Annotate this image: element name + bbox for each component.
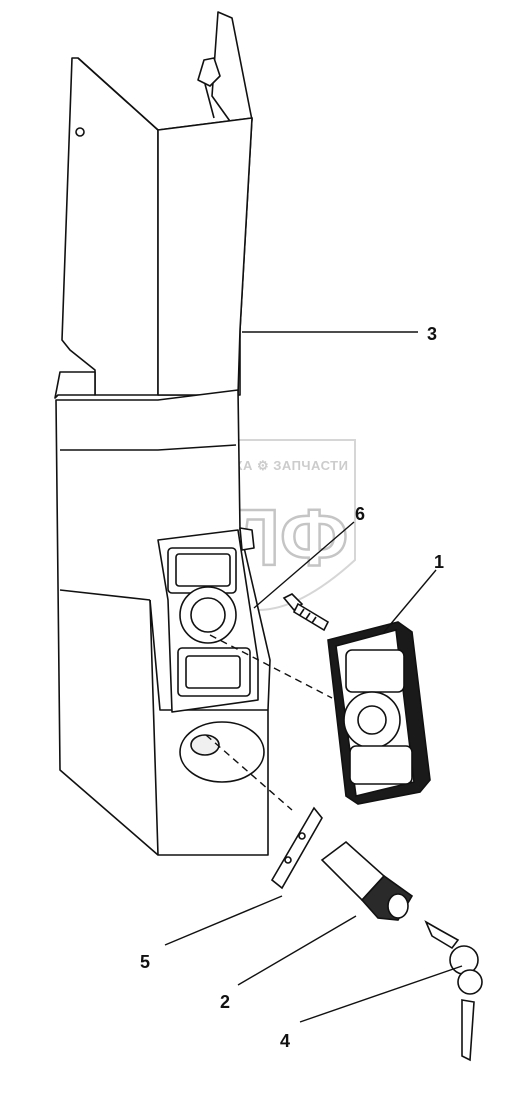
key-2-blade [461,999,475,1062]
part-1-keypad [327,621,431,805]
keypad-top-buttons [345,649,405,693]
plate-body [270,806,323,890]
recess-lower-switch-inner [185,655,241,689]
switch-keyhole [387,893,409,919]
keypad-bottom-buttons [349,745,413,785]
housing-seam-1 [60,444,237,451]
assembly-lines [205,634,333,811]
housing-seam-4 [149,599,159,856]
assembly-line-keypad [209,634,333,699]
key-1-blade [424,920,460,950]
bolt-shank [292,602,330,632]
bolt-thread-1 [299,608,305,616]
housing-seam-3 [149,599,268,711]
bolt-thread-3 [311,616,317,624]
cover-notch [54,371,96,399]
part-4-keys [424,920,483,1062]
bolt-thread-2 [305,612,311,620]
cover-front-face [157,117,253,396]
keypad-joystick-center [357,705,387,735]
ignition-hole-inner [190,734,220,756]
cover-side-panel [61,57,159,396]
cover-screw-hole [75,127,85,137]
key-ring-2 [457,969,483,995]
plate-hole-1 [284,856,292,864]
leader-5 [164,895,283,946]
plate-hole-2 [298,832,306,840]
leader-4 [299,965,463,1023]
part-3-column-cover [54,11,253,399]
recess-upper-switch-inner [175,553,231,587]
callout-4: 4 [280,1031,290,1051]
callout-1: 1 [434,552,444,572]
leader-1 [383,569,437,633]
leader-2 [237,915,357,986]
callout-2: 2 [220,992,230,1012]
callout-6: 6 [355,504,365,524]
leader-6 [253,521,355,609]
callout-5: 5 [140,952,150,972]
callout-3: 3 [427,324,437,344]
recess-joystick-inner [190,597,226,633]
part-6-bolt [282,593,330,632]
part-5-plate [270,806,323,890]
leader-lines [164,331,463,1023]
ignition-hole [179,721,265,783]
recess-boss [239,527,255,551]
column-housing [55,389,271,856]
housing-seam-2 [59,589,151,601]
latch-clip [197,57,221,87]
part-2-ignition-switch [320,840,414,921]
latch-rod [204,83,215,119]
callouts: 3 6 1 5 2 4 [140,324,444,1051]
